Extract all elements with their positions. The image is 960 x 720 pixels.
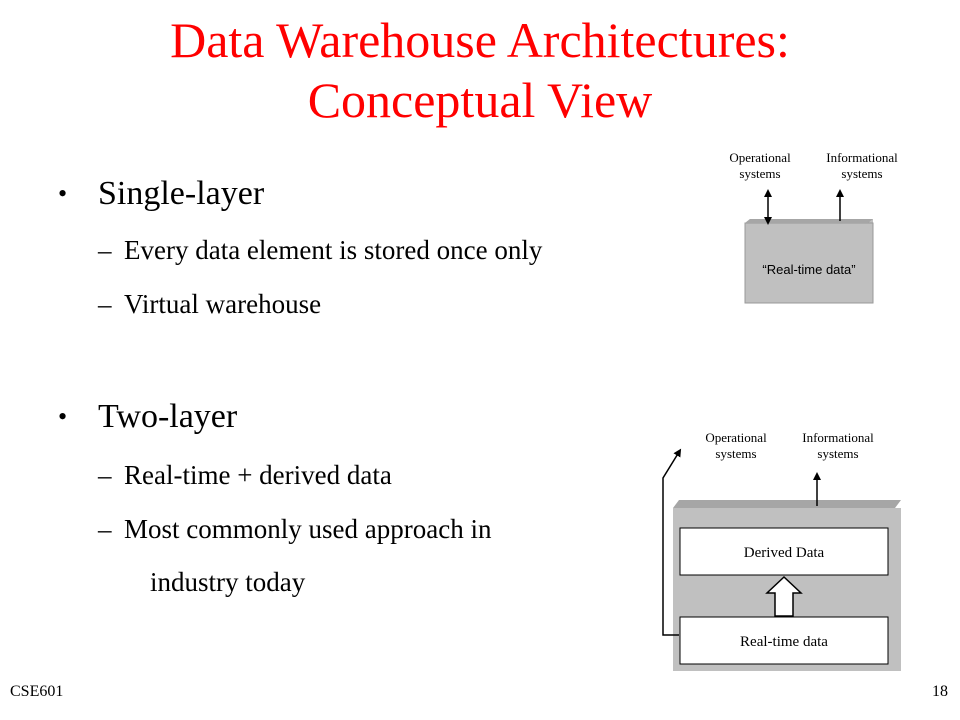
diagram1-box-text: “Real-time data” [762,262,856,277]
diagram2-operational-arrow [662,448,682,636]
label-line: Operational [729,150,791,165]
footer-course: CSE601 [10,683,64,700]
diagram1-box-body [744,222,874,304]
diagram1-graphic [744,189,874,304]
diagram2-realtime-box [679,616,889,665]
bullet-two-layer: • Two-layer [58,397,237,437]
label-line: systems [841,166,883,181]
sub-item-text: Virtual warehouse [124,289,322,319]
diagram2-derived-box [679,527,889,576]
title-line-2: Conceptual View [307,72,653,128]
footer-page-number: 18 [932,683,948,700]
sub-item: –Every data element is stored once only [98,233,542,267]
sub-item-text: Every data element is stored once only [124,235,543,265]
diagram2-graphic [662,448,901,671]
bullet-icon: • [58,402,68,431]
sub-item: –Real-time + derived data [98,458,392,492]
diagram2-realtime-text: Real-time data [740,634,828,650]
sub-item-continuation: industry today [150,567,306,597]
dash-icon: – [98,235,112,265]
label-line: Operational [705,430,767,445]
dash-icon: – [98,514,112,544]
label-line: Informational [826,150,898,165]
diagram2-operational-label: Operational systems [688,430,784,462]
label-line: Informational [802,430,874,445]
diagram2-derived-text: Derived Data [743,545,825,561]
title-line-1: Data Warehouse Architectures: [170,12,790,68]
diagram2-box-top [673,500,901,508]
diagram1-operational-label: Operational systems [712,150,808,182]
dash-icon: – [98,289,112,319]
label-line: systems [817,446,859,461]
diagram1-box-top [745,219,873,223]
sub-item: –Most commonly used approach in [98,512,491,546]
sub-item-text: Real-time + derived data [124,460,392,490]
sub-item: –Virtual warehouse [98,287,321,321]
bullet-single-layer: • Single-layer [58,174,264,214]
label-line: systems [715,446,757,461]
bullet-label: Single-layer [98,175,265,212]
bullet-label: Two-layer [98,398,238,435]
label-line: systems [739,166,781,181]
diagram1-informational-label: Informational systems [810,150,914,182]
diagram2-up-arrow [765,575,803,617]
dash-icon: – [98,460,112,490]
slide-title: Data Warehouse Architectures: Conceptual… [0,10,960,130]
bullet-icon: • [58,179,68,208]
sub-item-text: Most commonly used approach in [124,514,492,544]
diagram2-informational-label: Informational systems [786,430,890,462]
